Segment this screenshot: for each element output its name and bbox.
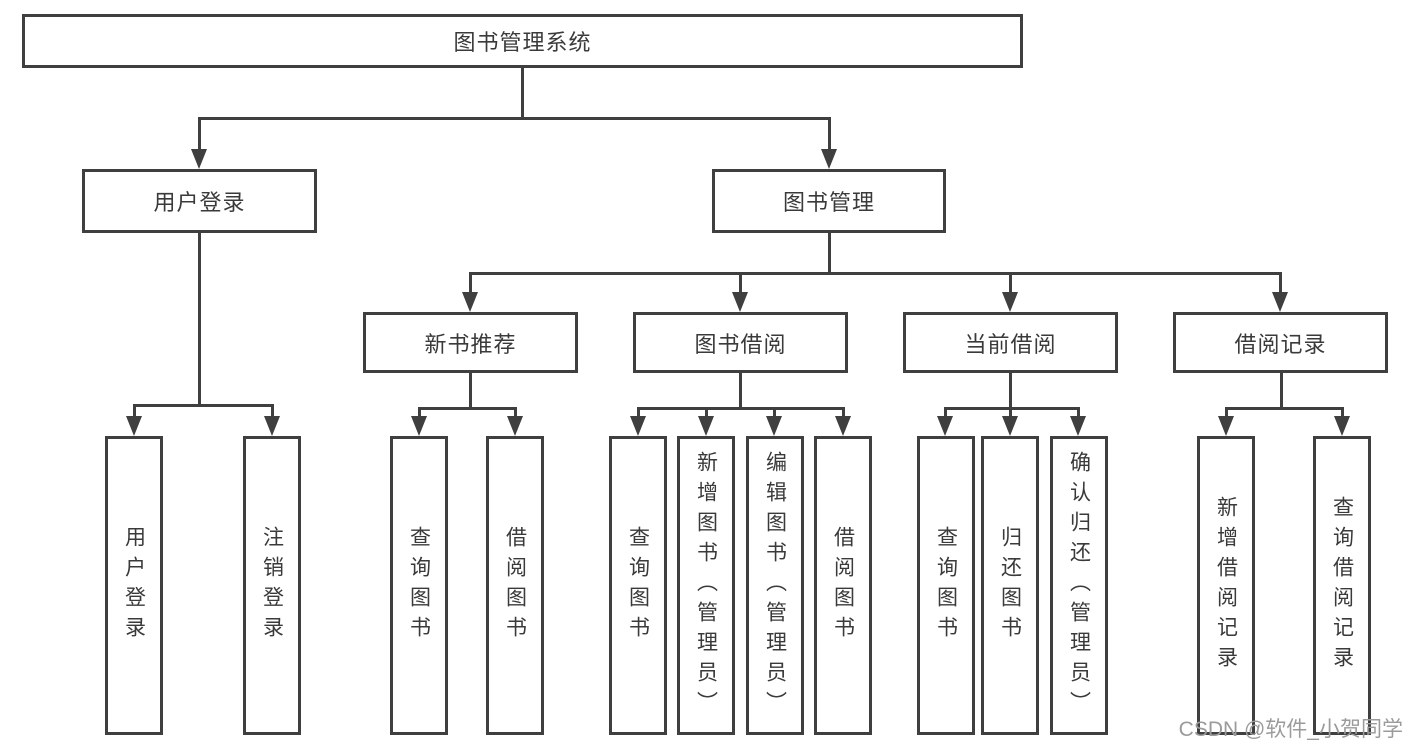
arrow-down-icon bbox=[462, 292, 478, 312]
leaf-query-books-recommend-label: 查询图书 bbox=[407, 525, 431, 646]
leaf-user-login-label: 用户登录 bbox=[122, 525, 146, 646]
leaf-confirm-return-admin-label: 确认归还（管理员） bbox=[1067, 450, 1091, 721]
leaf-query-books-borrowing: 查询图书 bbox=[609, 436, 667, 735]
node-current-borrowing-label: 当前借阅 bbox=[964, 331, 1057, 357]
connector-line bbox=[1009, 373, 1012, 407]
leaf-logout-label: 注销登录 bbox=[260, 525, 284, 646]
connector-line bbox=[1341, 407, 1344, 419]
arrow-down-icon bbox=[126, 416, 142, 436]
leaf-borrow-books-borrowing: 借阅图书 bbox=[814, 436, 872, 735]
connector-line bbox=[1225, 407, 1228, 419]
connector-line bbox=[944, 407, 1080, 410]
connector-line bbox=[271, 404, 274, 419]
node-borrowing-records-label: 借阅记录 bbox=[1234, 331, 1327, 357]
leaf-query-borrow-record-label: 查询借阅记录 bbox=[1330, 495, 1354, 676]
leaf-query-books-borrowing-label: 查询图书 bbox=[626, 525, 650, 646]
node-library-system: 图书管理系统 bbox=[22, 14, 1023, 68]
connector-line bbox=[469, 272, 1282, 275]
connector-line bbox=[198, 232, 201, 407]
node-book-management-label: 图书管理 bbox=[782, 190, 875, 215]
connector-line bbox=[1009, 407, 1012, 419]
leaf-query-books-current-label: 查询图书 bbox=[934, 525, 958, 646]
connector-line bbox=[739, 272, 742, 295]
leaf-add-borrow-record-label: 新增借阅记录 bbox=[1214, 495, 1238, 676]
leaf-borrow-books-recommend: 借阅图书 bbox=[486, 436, 544, 735]
leaf-return-books-label: 归还图书 bbox=[998, 525, 1022, 646]
connector-line bbox=[133, 404, 136, 419]
csdn-watermark: CSDN @软件_小贺同学 bbox=[1178, 718, 1403, 741]
connector-line bbox=[514, 407, 517, 419]
leaf-query-books-recommend: 查询图书 bbox=[390, 436, 448, 735]
leaf-borrow-books-borrowing-label: 借阅图书 bbox=[831, 525, 855, 646]
arrow-down-icon bbox=[1002, 292, 1018, 312]
leaf-logout: 注销登录 bbox=[243, 436, 301, 735]
leaf-add-books-admin-label: 新增图书（管理员） bbox=[694, 450, 718, 721]
connector-line bbox=[842, 407, 845, 419]
node-borrowing-records: 借阅记录 bbox=[1173, 312, 1388, 373]
connector-line bbox=[198, 117, 831, 120]
leaf-user-login: 用户登录 bbox=[105, 436, 163, 735]
arrow-down-icon bbox=[1002, 416, 1018, 436]
connector-line bbox=[637, 407, 640, 419]
connector-line bbox=[418, 407, 517, 410]
node-book-borrowing: 图书借阅 bbox=[633, 312, 848, 373]
leaf-return-books: 归还图书 bbox=[981, 436, 1039, 735]
node-current-borrowing: 当前借阅 bbox=[903, 312, 1118, 373]
arrow-down-icon bbox=[732, 292, 748, 312]
leaf-query-borrow-record: 查询借阅记录 bbox=[1313, 436, 1371, 735]
arrow-down-icon bbox=[630, 416, 646, 436]
arrow-down-icon bbox=[821, 149, 837, 169]
node-new-book-recommend: 新书推荐 bbox=[363, 312, 578, 373]
arrow-down-icon bbox=[411, 416, 427, 436]
node-book-management: 图书管理 bbox=[712, 169, 946, 233]
arrow-down-icon bbox=[1070, 416, 1086, 436]
connector-line bbox=[133, 404, 274, 407]
connector-line bbox=[1280, 373, 1283, 407]
arrow-down-icon bbox=[698, 416, 714, 436]
leaf-query-books-current: 查询图书 bbox=[917, 436, 975, 735]
connector-line bbox=[1279, 272, 1282, 295]
connector-line bbox=[773, 407, 776, 419]
arrow-down-icon bbox=[1334, 416, 1350, 436]
node-book-borrowing-label: 图书借阅 bbox=[694, 331, 787, 357]
connector-line bbox=[1009, 272, 1012, 295]
connector-line bbox=[198, 117, 201, 151]
connector-line bbox=[418, 407, 421, 419]
arrow-down-icon bbox=[507, 416, 523, 436]
leaf-add-borrow-record: 新增借阅记录 bbox=[1197, 436, 1255, 735]
connector-line bbox=[828, 117, 831, 151]
arrow-down-icon bbox=[1272, 292, 1288, 312]
leaf-confirm-return-admin: 确认归还（管理员） bbox=[1050, 436, 1108, 735]
node-new-book-recommend-label: 新书推荐 bbox=[424, 331, 517, 357]
connector-line bbox=[521, 68, 524, 117]
connector-line bbox=[828, 233, 831, 275]
node-library-system-label: 图书管理系统 bbox=[453, 30, 592, 55]
node-user-login: 用户登录 bbox=[82, 169, 317, 233]
leaf-edit-books-admin-label: 编辑图书（管理员） bbox=[763, 450, 787, 721]
node-user-login-label: 用户登录 bbox=[153, 190, 246, 215]
arrow-down-icon bbox=[1218, 416, 1234, 436]
arrow-down-icon bbox=[766, 416, 782, 436]
connector-line bbox=[469, 373, 472, 407]
connector-line bbox=[1225, 407, 1344, 410]
connector-line bbox=[637, 407, 845, 410]
leaf-borrow-books-recommend-label: 借阅图书 bbox=[503, 525, 527, 646]
connector-line bbox=[1077, 407, 1080, 419]
arrow-down-icon bbox=[264, 416, 280, 436]
connector-line bbox=[739, 373, 742, 407]
connector-line bbox=[944, 407, 947, 419]
leaf-add-books-admin: 新增图书（管理员） bbox=[677, 436, 735, 735]
arrow-down-icon bbox=[835, 416, 851, 436]
arrow-down-icon bbox=[191, 149, 207, 169]
leaf-edit-books-admin: 编辑图书（管理员） bbox=[746, 436, 804, 735]
arrow-down-icon bbox=[937, 416, 953, 436]
connector-line bbox=[705, 407, 708, 419]
connector-line bbox=[469, 272, 472, 295]
